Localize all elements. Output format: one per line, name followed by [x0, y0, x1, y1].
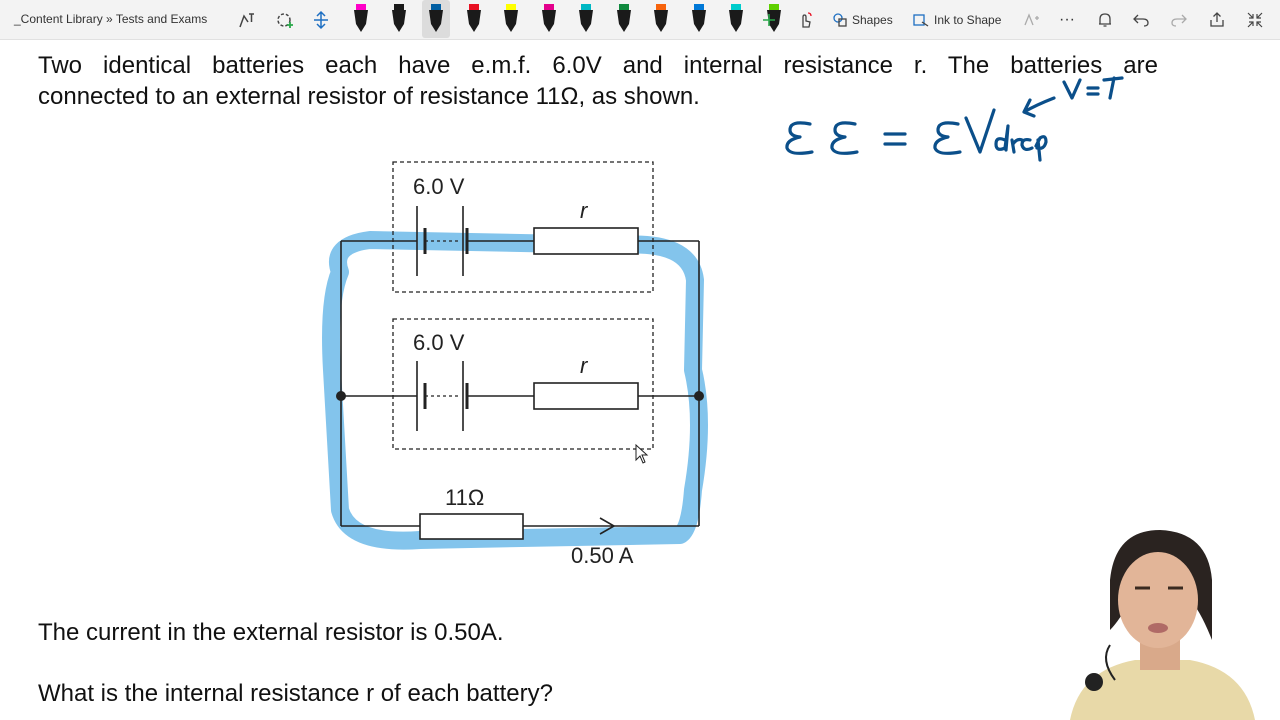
battery-2-cells [416, 361, 469, 431]
presenter-figure [1070, 530, 1255, 720]
question-line-1: Two identical batteries each have e.m.f.… [38, 52, 1158, 79]
battery-1-emf-label: 6.0 V [413, 174, 465, 199]
pen-red-icon[interactable] [460, 0, 488, 38]
touch-drawing-icon[interactable] [794, 6, 816, 34]
breadcrumb[interactable]: _Content Library » Tests and Exams [14, 12, 208, 26]
shapes-button[interactable]: Shapes [832, 6, 893, 34]
current-label: 0.50 A [571, 543, 634, 568]
pen-magenta-icon[interactable] [535, 0, 563, 38]
highlighter-stroke [322, 231, 708, 550]
battery-1-internal-resistor [533, 227, 639, 255]
ink-to-shape-label: Ink to Shape [934, 13, 1002, 27]
presenter-shoulders [1070, 660, 1255, 720]
circuit-diagram: 6.0 V r 6.0 V r 11Ω 0.50 A [322, 76, 1124, 568]
full-screen-icon[interactable] [1244, 6, 1266, 34]
junction-right [694, 391, 704, 401]
microphone-icon [1085, 673, 1103, 691]
note-canvas[interactable]: Two identical batteries each have e.m.f.… [0, 40, 1280, 720]
external-resistor [419, 513, 524, 540]
bell-icon[interactable] [1094, 6, 1116, 34]
webcam-overlay [1040, 520, 1280, 720]
ink-to-math-icon[interactable] [1020, 6, 1044, 34]
question-prompt: What is the internal resistance r of eac… [38, 680, 553, 707]
insert-space-icon[interactable] [310, 6, 332, 34]
pen-teal-icon[interactable] [572, 0, 600, 38]
add-pen-icon[interactable] [758, 6, 780, 34]
battery-1-cells [416, 206, 469, 276]
pen-blue-selected-icon[interactable] [422, 0, 450, 38]
pen-orange-icon[interactable] [647, 0, 675, 38]
lasso-select-icon[interactable] [236, 6, 258, 34]
pen-green-icon[interactable] [610, 0, 638, 38]
battery-2-internal-resistor [533, 382, 639, 410]
shapes-label: Shapes [852, 13, 893, 27]
add-space-icon[interactable] [274, 6, 296, 34]
pen-black-2-icon[interactable] [385, 0, 413, 38]
undo-icon[interactable] [1130, 6, 1152, 34]
junction-left [336, 391, 346, 401]
pen-lime-icon[interactable] [760, 0, 788, 38]
ink-to-shape-button[interactable]: Ink to Shape [912, 6, 1001, 34]
presenter-face [1118, 552, 1198, 648]
battery-2-box [392, 318, 654, 450]
microphone-cable [1105, 644, 1116, 681]
more-options-button[interactable]: ··· [1059, 11, 1075, 28]
pen-blue-icon[interactable] [685, 0, 713, 38]
battery-2-r-label: r [580, 353, 589, 378]
mouse-cursor-icon [635, 443, 649, 464]
battery-2-emf-label: 6.0 V [413, 330, 465, 355]
external-resistor-label: 11Ω [445, 485, 484, 510]
ribbon-toolbar: _Content Library » Tests and Exams Shape… [0, 0, 1280, 40]
pen-cyan-icon[interactable] [722, 0, 750, 38]
battery-1-r-label: r [580, 198, 589, 223]
redo-icon[interactable] [1168, 6, 1190, 34]
question-current-statement: The current in the external resistor is … [38, 619, 504, 646]
share-icon[interactable] [1206, 6, 1228, 34]
pen-black-1-icon[interactable] [347, 0, 375, 38]
battery-1-box [392, 161, 654, 293]
highlighter-yellow-icon[interactable] [497, 0, 525, 38]
handwritten-equation [785, 76, 1124, 162]
current-arrow [599, 517, 616, 535]
question-line-2: connected to an external resistor of res… [38, 83, 700, 110]
